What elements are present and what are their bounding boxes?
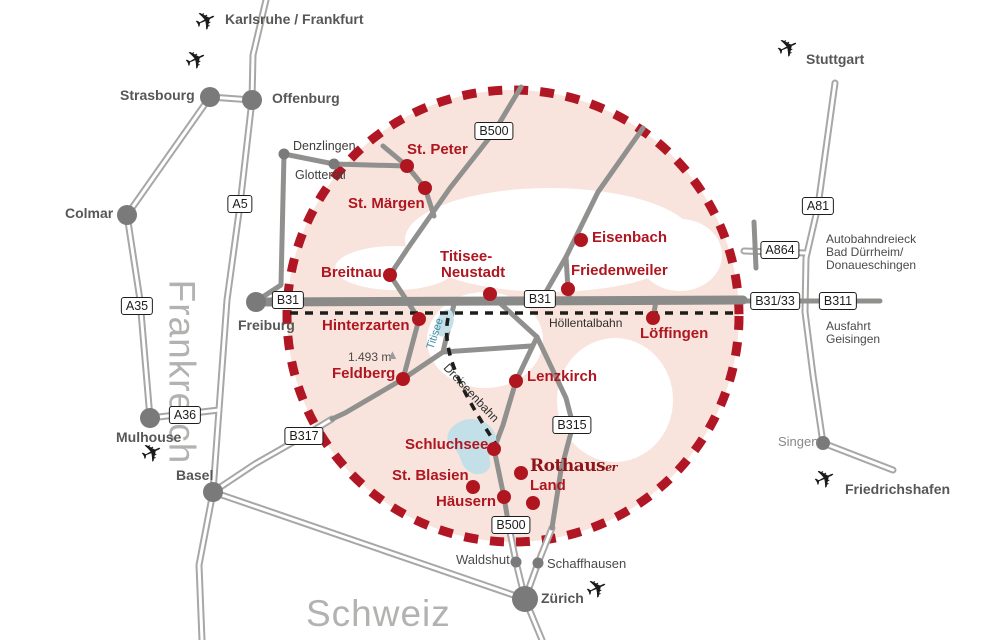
- city-label-schaffhausen: Schaffhausen: [547, 556, 627, 571]
- annotation-autobahndreieck-line3: Donaueschingen: [826, 258, 917, 272]
- town-label-schluchsee: Schluchsee: [405, 436, 489, 453]
- brand-rothaus: Rothauser: [530, 456, 617, 476]
- city-label-colmar: Colmar: [65, 205, 114, 221]
- city-label-singen: Singen: [778, 434, 819, 449]
- town-dot-titisee-neustadt: [483, 287, 497, 301]
- town-dot-loeffingen: [646, 311, 660, 325]
- town-dot-friedenweiler: [561, 282, 575, 296]
- road-denzlingen-freiburg: [255, 151, 287, 303]
- lake-titisee: [436, 309, 454, 337]
- city-label-friedrichshafen: Friedrichshafen: [845, 481, 951, 497]
- city-dot-zuerich: [512, 586, 538, 612]
- lakes: [436, 309, 497, 475]
- road-sign-a36: A36: [168, 406, 202, 424]
- road-titisee-lenzkirch-link: [440, 343, 534, 355]
- town-dot-hinterzarten: [412, 312, 426, 326]
- annotation-ausfahrt-line1: Ausfahrt: [826, 319, 871, 333]
- town-label-feldberg: Feldberg: [332, 365, 396, 382]
- town-dot-st-maergen: [418, 181, 432, 195]
- town-label-titisee-neustadt-line1: Titisee-: [440, 248, 493, 265]
- road-a864-connector: [751, 219, 759, 271]
- highlight-region-border: [282, 85, 744, 547]
- town-label-st-peter: St. Peter: [407, 141, 468, 158]
- town-label-loeffingen: Löffingen: [640, 325, 709, 342]
- town-dot-schluchsee: [487, 442, 501, 456]
- road-sign-b317: B317: [284, 427, 324, 445]
- town-label-lenzkirch: Lenzkirch: [527, 368, 598, 385]
- town-label-st-blasien: St. Blasien: [392, 467, 469, 484]
- city-label-zuerich: Zürich: [541, 590, 584, 606]
- town-label-haeusern: Häusern: [436, 493, 497, 510]
- town-dot-rothaus-land: [514, 466, 528, 480]
- city-label-basel: Basel: [176, 467, 214, 483]
- road-sign-b500-north: B500: [474, 122, 514, 140]
- city-dot-mulhouse: [140, 408, 160, 428]
- city-label-denzlingen: Denzlingen: [293, 139, 356, 153]
- road-sign-b311: B311: [818, 292, 858, 310]
- city-label-offenburg: Offenburg: [272, 90, 340, 106]
- town-dot-eisenbach: [574, 233, 588, 247]
- annotation-autobahndreieck-line2: Bad Dürrheim/: [826, 245, 904, 259]
- town-dot-st-blasien: [466, 480, 480, 494]
- city-dot-offenburg: [242, 90, 262, 110]
- road-sign-b315: B315: [552, 416, 592, 434]
- city-dot-strasbourg: [200, 87, 220, 107]
- city-label-strasbourg: Strasbourg: [120, 87, 195, 103]
- road-sign-a35: A35: [120, 297, 154, 315]
- railway-label-hoellentalbahn: Höllentalbahn: [549, 316, 623, 330]
- annotation-autobahndreieck-line1: Autobahndreieck: [826, 232, 917, 246]
- brand-land: Land: [530, 477, 566, 494]
- town-dot-st-peter: [400, 159, 414, 173]
- road-sign-b31-mid: B31: [523, 290, 557, 308]
- town-label-eisenbach: Eisenbach: [592, 229, 668, 246]
- city-label-karlsruhe-frankfurt: Karlsruhe / Frankfurt: [225, 11, 364, 27]
- city-label-freiburg: Freiburg: [238, 317, 295, 333]
- peak-elevation-label: 1.493 m: [348, 350, 392, 364]
- city-dot-freiburg: [246, 292, 266, 312]
- brand-rothaus-word: Rothaus: [530, 456, 606, 476]
- town-label-friedenweiler: Friedenweiler: [571, 262, 668, 279]
- country-label-schweiz: Schweiz: [306, 593, 451, 634]
- road-sign-b500-south: B500: [491, 516, 531, 534]
- road-a5: [209, 0, 270, 496]
- city-dot-schaffhausen: [532, 557, 544, 569]
- town-dot-unlabeled: [526, 496, 540, 510]
- city-dot-basel-junction: [203, 482, 223, 502]
- motorway-centres: [125, 0, 895, 640]
- city-dot-denzlingen: [278, 148, 290, 160]
- road-sign-a5: A5: [227, 195, 253, 213]
- town-label-st-maergen: St. Märgen: [348, 195, 425, 212]
- town-label-hinterzarten: Hinterzarten: [322, 317, 410, 334]
- town-dot-breitnau: [383, 268, 397, 282]
- city-dot-singen: [816, 436, 830, 450]
- town-label-breitnau: Breitnau: [321, 264, 382, 281]
- road-sign-a81: A81: [801, 197, 835, 215]
- town-label-titisee-neustadt-line2: Neustadt: [441, 264, 506, 281]
- brand-rothaus-suffix: er: [605, 461, 617, 474]
- mountain-peak-icon: ▲: [386, 347, 399, 362]
- city-label-stuttgart: Stuttgart: [806, 51, 865, 67]
- city-label-mulhouse: Mulhouse: [116, 429, 182, 445]
- road-b31: [251, 295, 748, 307]
- city-dot-glottertal: [328, 158, 340, 170]
- town-dot-lenzkirch: [509, 374, 523, 388]
- city-dot-waldshut: [510, 556, 522, 568]
- road-sign-b31-33: B31/33: [750, 292, 800, 310]
- city-label-glottertal: Glottertal: [295, 168, 346, 182]
- town-dot-haeusern: [497, 490, 511, 504]
- city-dot-colmar: [117, 205, 137, 225]
- road-sign-a864: A864: [760, 241, 800, 259]
- town-dot-feldberg: [396, 372, 410, 386]
- city-label-waldshut: Waldshut: [456, 552, 510, 567]
- lake-schluchsee: [447, 419, 497, 475]
- road-sign-b31-left: B31: [271, 291, 305, 309]
- annotation-ausfahrt-line2: Geisingen: [826, 332, 881, 346]
